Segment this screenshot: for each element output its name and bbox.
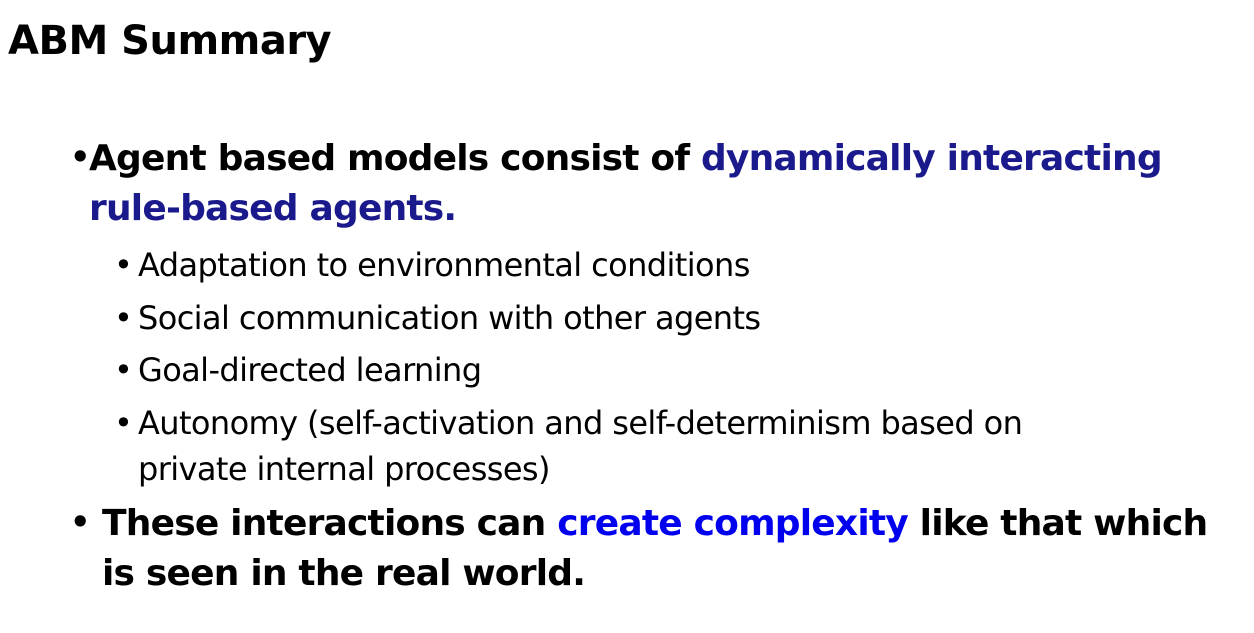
bullet-1-line-2-highlight: rule-based agents. (89, 188, 457, 229)
bullet-2-line-1-after: like that which (907, 503, 1208, 544)
bullet-2-line-1-highlight: create complexity (557, 503, 909, 544)
bullet-2-line-2: is seen in the real world. (102, 549, 586, 599)
bullet-1-line-1-text: Agent based models consist of (89, 138, 701, 179)
bullet-2-line-2-text: is seen in the real world. (102, 553, 586, 594)
sub-bullet-2-dot: • (114, 299, 133, 337)
bullet-1-line-2: rule-based agents. (89, 184, 457, 234)
bullet-1-dot: • (70, 138, 90, 176)
bullet-2-line-1-text: These interactions can (102, 503, 558, 544)
sub-bullet-2-text: Social communication with other agents (138, 299, 761, 337)
sub-bullet-3-dot: • (114, 351, 133, 389)
sub-bullet-1-dot: • (114, 246, 133, 284)
sub-bullet-3-text: Goal-directed learning (138, 351, 482, 389)
sub-bullet-4-text-line-1: Autonomy (self-activation and self-deter… (138, 404, 1023, 442)
slide-title: ABM Summary (8, 18, 332, 64)
bullet-2-line-1: These interactions can create complexity… (102, 499, 1208, 549)
sub-bullet-4-dot: • (114, 404, 133, 442)
sub-bullet-1-text: Adaptation to environmental conditions (138, 246, 750, 284)
sub-bullet-4-text-line-2: private internal processes) (138, 450, 550, 488)
bullet-2-dot: • (70, 503, 90, 541)
bullet-1-line-1: Agent based models consist of dynamicall… (89, 134, 1163, 184)
bullet-1-line-1-highlight: dynamically interacting (700, 138, 1163, 179)
